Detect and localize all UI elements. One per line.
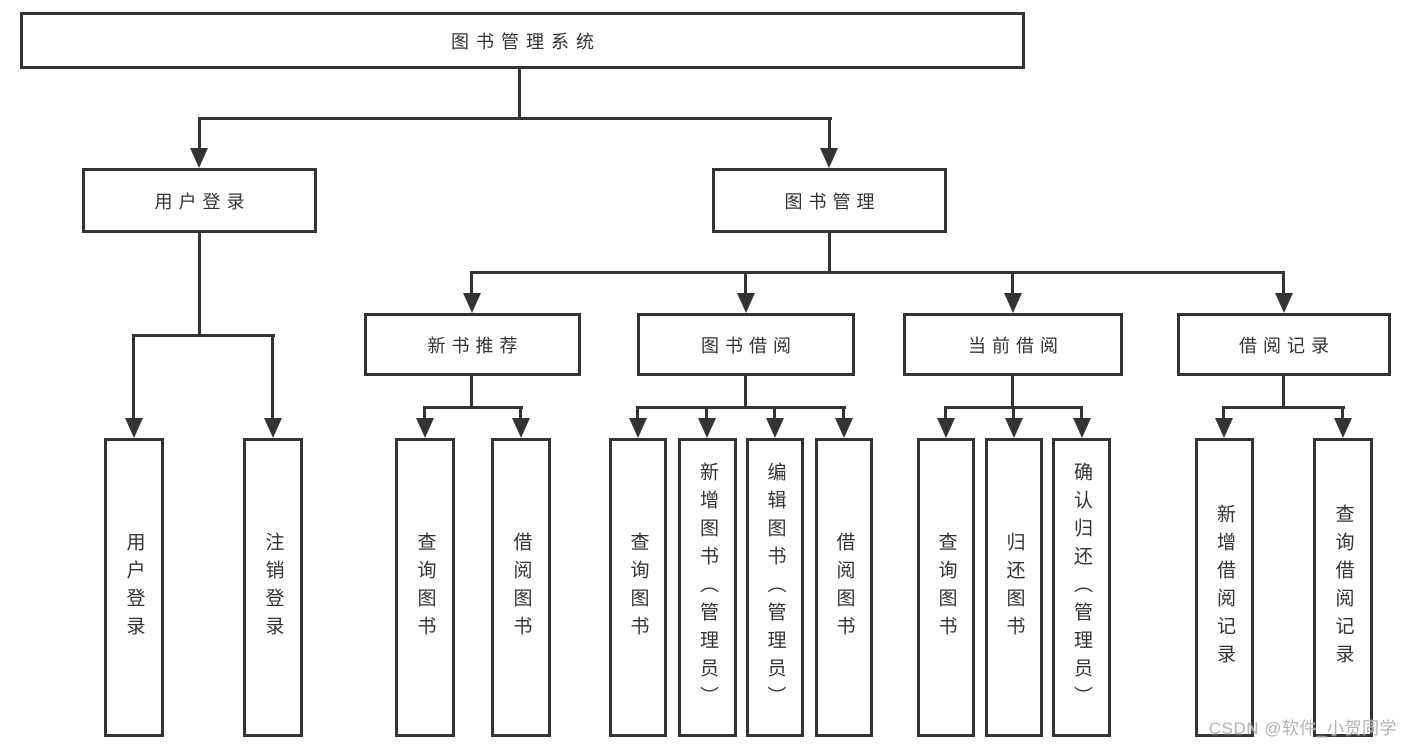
tree-connector-line [828, 117, 831, 150]
tree-connector-line [828, 233, 831, 274]
tree-connector-line [944, 406, 947, 422]
tree-connector-line [1011, 271, 1014, 296]
arrow-down-icon [820, 148, 838, 168]
node-label: 当前借阅 [968, 335, 1064, 356]
leaf-query-books-recommend: 查询图书 [395, 438, 455, 737]
arrow-down-icon [190, 148, 208, 168]
node-root-library-system: 图书管理系统 [20, 12, 1025, 69]
leaf-borrow-books-recommend: 借阅图书 [491, 438, 551, 737]
arrow-down-icon [1334, 418, 1352, 438]
node-user-login: 用户登录 [82, 168, 317, 233]
arrow-down-icon [629, 418, 647, 438]
node-label: 新增借阅记录 [1214, 503, 1235, 672]
leaf-add-books-admin: 新增图书（管理员） [678, 438, 737, 737]
leaf-return-books: 归还图书 [985, 438, 1043, 737]
node-book-borrowing: 图书借阅 [637, 313, 855, 376]
tree-connector-line [705, 406, 708, 422]
leaf-confirm-return-admin: 确认归还（管理员） [1052, 438, 1111, 737]
node-label: 用户登录 [123, 531, 145, 644]
arrow-down-icon [1004, 293, 1022, 313]
tree-connector-line [132, 334, 135, 420]
node-book-management: 图书管理 [712, 168, 947, 233]
arrow-down-icon [125, 418, 143, 438]
tree-connector-line [132, 334, 275, 337]
arrow-down-icon [698, 418, 716, 438]
arrow-down-icon [1073, 418, 1091, 438]
node-current-borrowing: 当前借阅 [903, 313, 1123, 376]
tree-connector-line [423, 406, 426, 422]
tree-connector-line [470, 376, 473, 408]
tree-connector-line [470, 271, 473, 296]
tree-connector-line [1341, 406, 1344, 422]
tree-connector-line [1012, 406, 1015, 422]
node-label: 用户登录 [154, 191, 251, 212]
arrow-down-icon [937, 418, 955, 438]
tree-connector-line [198, 117, 832, 120]
leaf-query-borrow-record: 查询借阅记录 [1313, 438, 1373, 737]
leaf-user-login: 用户登录 [104, 438, 164, 737]
node-label: 借阅图书 [833, 531, 855, 644]
tree-connector-line [744, 271, 747, 296]
arrow-down-icon [766, 418, 784, 438]
arrow-down-icon [835, 418, 853, 438]
leaf-borrow-books: 借阅图书 [815, 438, 873, 737]
tree-connector-line [518, 68, 521, 120]
node-label: 编辑图书（管理员） [764, 461, 786, 714]
node-label: 查询图书 [414, 531, 436, 644]
arrow-down-icon [512, 418, 530, 438]
tree-connector-line [773, 406, 776, 422]
tree-connector-line [1222, 406, 1345, 409]
arrow-down-icon [1215, 418, 1233, 438]
tree-connector-line [470, 271, 1285, 274]
node-label: 查询借阅记录 [1332, 503, 1354, 672]
leaf-logout: 注销登录 [243, 438, 303, 737]
node-label: 归还图书 [1003, 531, 1025, 644]
node-label: 新书推荐 [427, 335, 524, 356]
leaf-add-borrow-record: 新增借阅记录 [1195, 438, 1254, 737]
arrow-down-icon [1005, 418, 1023, 438]
node-label: 查询图书 [627, 531, 649, 644]
tree-connector-line [1080, 406, 1083, 422]
tree-connector-line [744, 376, 747, 408]
tree-connector-line [519, 406, 522, 422]
tree-connector-line [636, 406, 846, 409]
node-label: 新增图书（管理员） [697, 461, 718, 714]
tree-connector-line [1011, 376, 1014, 408]
arrow-down-icon [264, 418, 282, 438]
leaf-query-books-borrowing: 查询图书 [609, 438, 667, 737]
tree-connector-line [1282, 376, 1285, 408]
tree-connector-line [198, 232, 201, 336]
node-label: 查询图书 [935, 531, 957, 644]
node-label: 确认归还（管理员） [1071, 461, 1092, 714]
node-borrowing-records: 借阅记录 [1177, 313, 1391, 376]
node-label: 图书管理 [784, 191, 881, 212]
tree-connector-line [636, 406, 639, 422]
node-new-book-recommendation: 新书推荐 [364, 313, 581, 376]
tree-connector-line [271, 334, 274, 420]
arrow-down-icon [463, 293, 481, 313]
tree-connector-line [423, 406, 523, 409]
tree-connector-line [198, 117, 201, 150]
node-label: 图书管理系统 [451, 31, 601, 52]
tree-connector-line [1222, 406, 1225, 422]
tree-connector-line [842, 406, 845, 422]
leaf-edit-books-admin: 编辑图书（管理员） [746, 438, 804, 737]
node-label: 注销登录 [262, 531, 284, 644]
arrow-down-icon [737, 293, 755, 313]
csdn-watermark: CSDN @软件_小贺同学 [1208, 719, 1397, 738]
node-label: 借阅图书 [510, 531, 532, 644]
arrow-down-icon [1275, 293, 1293, 313]
arrow-down-icon [416, 418, 434, 438]
tree-connector-line [1282, 271, 1285, 296]
leaf-query-books-current: 查询图书 [917, 438, 975, 737]
node-label: 图书借阅 [701, 335, 797, 356]
node-label: 借阅记录 [1239, 335, 1335, 356]
